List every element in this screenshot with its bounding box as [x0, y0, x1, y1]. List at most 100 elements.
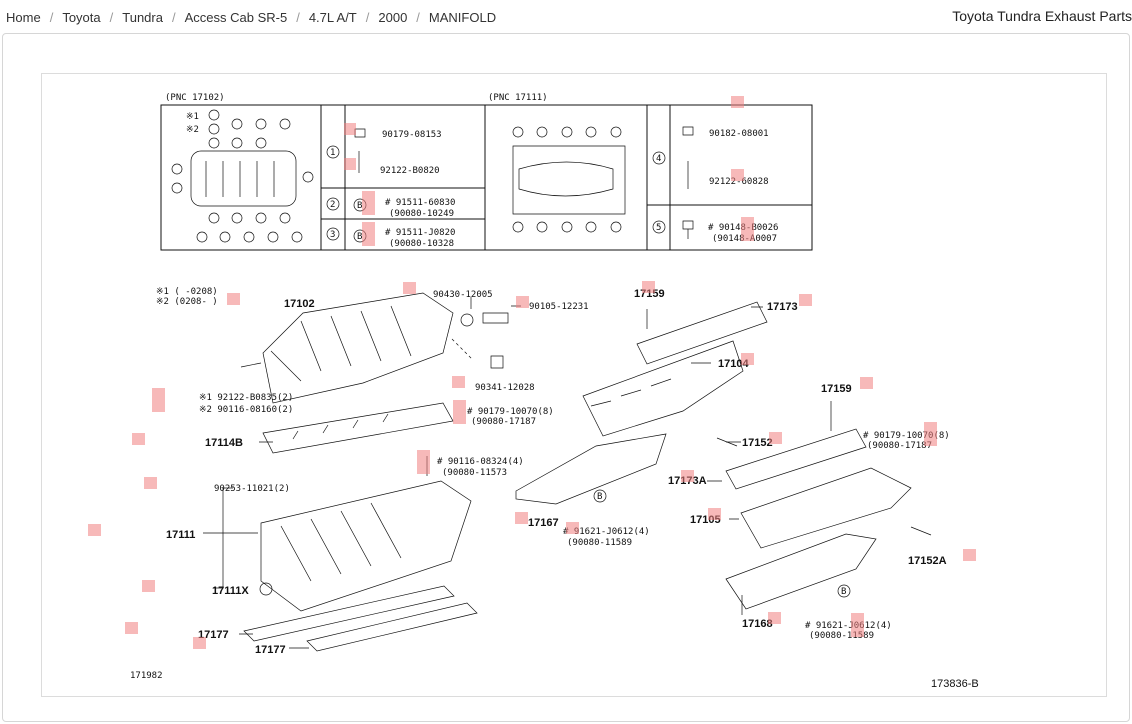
hotspot-17159-lower[interactable] [860, 377, 873, 389]
hotspot-note-range[interactable] [227, 293, 240, 305]
part-90253-11021[interactable]: 90253-11021(2) [214, 484, 290, 494]
pnc-right-label: (PNC 17111) [488, 93, 548, 103]
part-90080-17187-b[interactable]: (90080-17187 [867, 441, 932, 451]
breadcrumb-separator: / [296, 10, 300, 25]
part-90080-17187-a[interactable]: (90080-17187 [471, 417, 536, 427]
part-91511-j0820[interactable]: # 91511-J0820 [385, 228, 455, 238]
hotspot-90182-08001[interactable] [731, 96, 744, 108]
part-90116-08160[interactable]: ※2 90116-08160(2) [199, 405, 293, 415]
svg-text:B: B [597, 492, 602, 502]
hotspot-17173[interactable] [799, 294, 812, 306]
part-17159-upper[interactable]: 17159 [634, 288, 665, 300]
part-90179-08153[interactable]: 90179-08153 [382, 130, 442, 140]
table-row-4: 4 90182-08001 92122-60828 [652, 96, 769, 189]
svg-text:B: B [357, 201, 362, 211]
hotspot-17152[interactable] [769, 432, 782, 444]
svg-text:4: 4 [656, 154, 661, 164]
part-92122-b0820[interactable]: 92122-B0820 [380, 166, 440, 176]
part-17177-lower[interactable]: 17177 [255, 644, 286, 656]
part-17152[interactable]: 17152 [742, 437, 773, 449]
part-17114b[interactable]: 17114B [205, 437, 243, 449]
hotspot-90179-10070-b[interactable] [924, 422, 937, 446]
breadcrumb-make[interactable]: Toyota [62, 10, 101, 25]
svg-text:3: 3 [330, 230, 335, 240]
svg-text:5: 5 [656, 223, 661, 233]
part-90341-12028[interactable]: 90341-12028 [475, 383, 535, 393]
hotspot-17111x[interactable] [142, 580, 155, 592]
part-17152a[interactable]: 17152A [908, 555, 947, 567]
part-91511-60830[interactable]: # 91511-60830 [385, 198, 455, 208]
hotspot-17102[interactable] [403, 282, 416, 294]
leader-lines [203, 297, 763, 649]
hotspot-17173a[interactable] [681, 470, 694, 482]
hotspot-17177-upper[interactable] [125, 622, 138, 634]
hotspot-92122-60828[interactable] [731, 169, 744, 181]
hotspot-17111[interactable] [88, 524, 101, 536]
hotspot-17104[interactable] [741, 353, 754, 365]
hotspot-92122-b0835[interactable] [152, 388, 165, 412]
part-90182-08001[interactable]: 90182-08001 [709, 129, 769, 139]
table-border [160, 104, 813, 251]
hotspot-90341-12028[interactable] [452, 376, 465, 388]
hotspot-17167[interactable] [515, 512, 528, 524]
hotspot-92122-b0820[interactable] [344, 158, 356, 170]
part-90080-10249[interactable]: (90080-10249 [389, 209, 454, 219]
part-17102[interactable]: 17102 [284, 298, 315, 310]
part-91621-j0612-b[interactable]: # 91621-J0612(4) [805, 621, 892, 631]
breadcrumb-model[interactable]: Tundra [122, 10, 163, 25]
part-92122-60828[interactable]: 92122-60828 [709, 177, 769, 187]
hotspot-91511-60830[interactable] [362, 191, 375, 215]
part-17167[interactable]: 17167 [528, 517, 559, 529]
part-17111[interactable]: 17111 [166, 529, 195, 541]
part-91621-j0612-a[interactable]: # 91621-J0612(4) [563, 527, 650, 537]
table-row-1: 1 90179-08153 92122-B0820 [326, 123, 442, 176]
breadcrumb-engine[interactable]: 4.7L A/T [308, 10, 357, 25]
hotspot-17177-lower[interactable] [193, 637, 206, 649]
part-17168[interactable]: 17168 [742, 618, 773, 630]
hotspot-17105[interactable] [708, 508, 721, 520]
part-90080-10328[interactable]: (90080-10328 [389, 239, 454, 249]
hotspot-90253-11021[interactable] [144, 477, 157, 489]
part-90080-11589-b[interactable]: (90080-11589 [809, 631, 874, 641]
part-90179-10070-a[interactable]: # 90179-10070(8) [467, 407, 554, 417]
svg-text:1: 1 [330, 148, 335, 158]
table-row-3: 3 B # 91511-J0820 (90080-10328 [326, 222, 455, 249]
breadcrumb-separator: / [365, 10, 370, 25]
hotspot-90179-10070-a[interactable] [453, 400, 466, 424]
part-17111x[interactable]: 17111X [212, 585, 249, 597]
part-17173[interactable]: 17173 [767, 301, 798, 313]
breadcrumb-category[interactable]: MANIFOLD [428, 10, 497, 25]
hotspot-17152a[interactable] [963, 549, 976, 561]
hotspot-17159-upper[interactable] [642, 281, 655, 293]
hotspot-17168[interactable] [768, 612, 781, 624]
page-title: Toyota Tundra Exhaust Parts [952, 8, 1132, 24]
part-92122-b0835[interactable]: ※1 92122-B0835(2) [199, 393, 293, 403]
svg-text:B: B [357, 232, 362, 242]
part-90080-11589-a[interactable]: (90080-11589 [567, 538, 632, 548]
part-90430-12005[interactable]: 90430-12005 [433, 290, 493, 300]
note-range-1: ※1 ( -0208) [156, 287, 218, 297]
note-1-label: ※1 [186, 112, 199, 122]
hotspot-90105-12231[interactable] [516, 296, 529, 308]
hotspot-90179-08153[interactable] [344, 123, 356, 135]
breadcrumb-year[interactable]: 2000 [378, 10, 408, 25]
hotspot-91621-j0612-b[interactable] [851, 613, 864, 637]
hotspot-91621-j0612-a[interactable] [566, 522, 579, 534]
breadcrumb-trim[interactable]: Access Cab SR-5 [184, 10, 288, 25]
parts-diagram-svg: (PNC 17102) (PNC 17111) ※1 ※2 1 90 [88, 93, 979, 690]
figure-number-left: 171982 [130, 671, 163, 681]
hotspot-90116-08324[interactable] [417, 450, 430, 474]
part-90116-08324[interactable]: # 90116-08324(4) [437, 457, 524, 467]
parts-diagram: (PNC 17102) (PNC 17111) ※1 ※2 1 90 [41, 73, 1107, 697]
part-90179-10070-b[interactable]: # 90179-10070(8) [863, 431, 950, 441]
figure-number-right: 173836-B [931, 678, 979, 690]
part-17159-lower[interactable]: 17159 [821, 383, 852, 395]
breadcrumb-home[interactable]: Home [6, 10, 41, 25]
part-90105-12231[interactable]: 90105-12231 [529, 302, 589, 312]
breadcrumb-separator: / [171, 10, 176, 25]
hotspot-17114b[interactable] [132, 433, 145, 445]
part-90080-11573[interactable]: (90080-11573 [442, 468, 507, 478]
exploded-view [240, 292, 932, 652]
hotspot-90148-b0026[interactable] [741, 217, 754, 241]
hotspot-91511-j0820[interactable] [362, 222, 375, 246]
